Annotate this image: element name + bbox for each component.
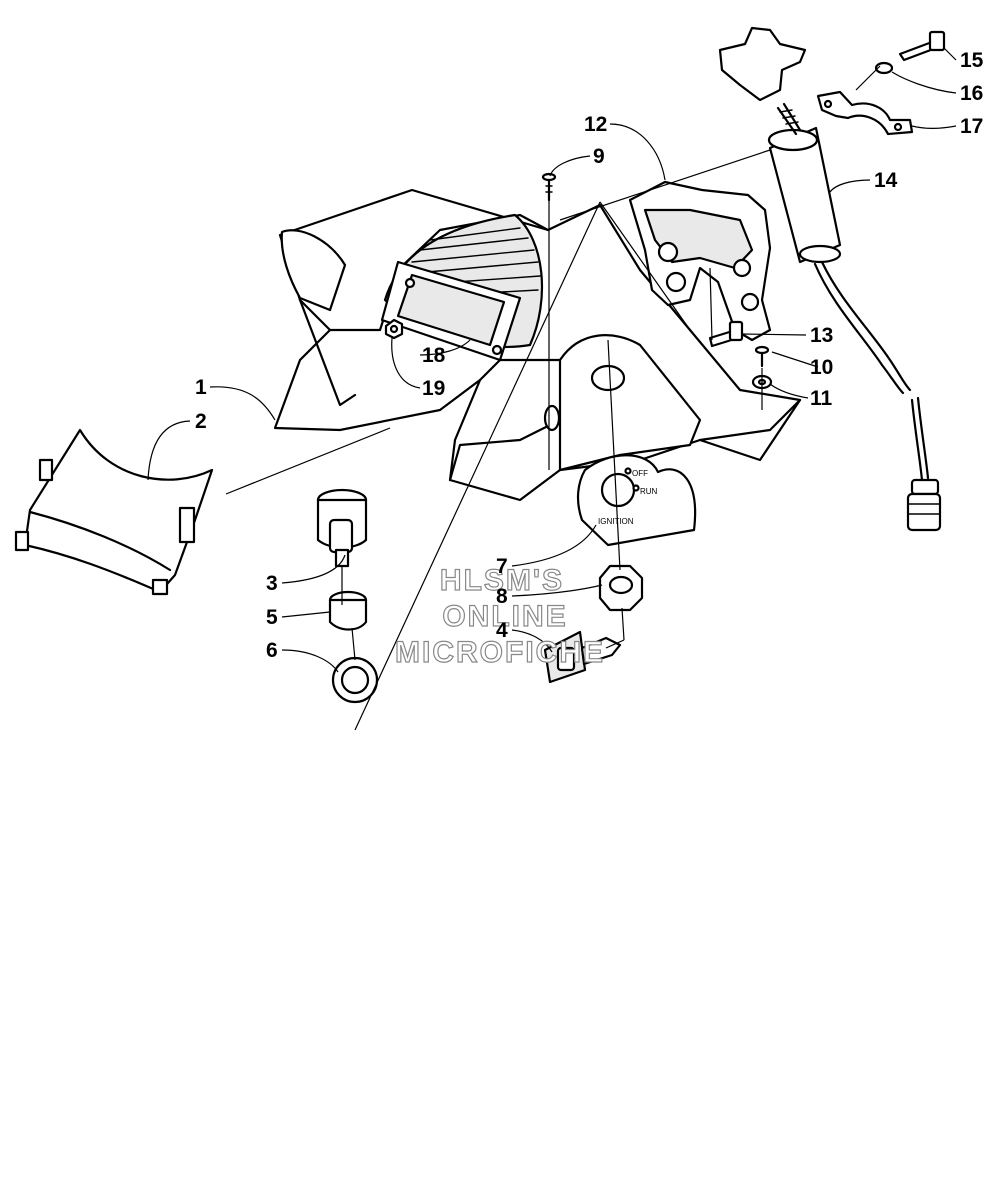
callout-14: 14 (874, 169, 898, 192)
callout-1: 1 (195, 376, 207, 399)
front-panel (14, 428, 214, 596)
callout-12: 12 (584, 113, 607, 136)
watermark-line-2: ONLINE (442, 600, 567, 633)
ignition-switch-plate: OFF RUN IGNITION (576, 454, 697, 547)
callout-10: 10 (810, 356, 833, 379)
callout-4: 4 (496, 619, 508, 642)
ignition-nut (598, 564, 644, 612)
callout-16: 16 (960, 82, 983, 105)
watermark-line-3: MICROFICHE (395, 636, 605, 669)
callouts: 1 2 3 4 5 6 7 8 9 10 11 12 13 14 15 16 1… (195, 49, 984, 662)
bolt-13 (708, 320, 744, 348)
gauge-gasket-plate (380, 260, 522, 362)
callout-6: 6 (266, 639, 278, 662)
leader-lines (147, 47, 957, 673)
pump-assembly (718, 26, 942, 532)
ignition-key (543, 630, 622, 684)
callout-18: 18 (422, 344, 446, 367)
callout-2: 2 (195, 410, 207, 433)
washer-16 (874, 61, 894, 75)
screw-10 (754, 345, 770, 368)
callout-5: 5 (266, 606, 278, 629)
nut-5 (328, 590, 368, 631)
screw-15 (898, 30, 946, 62)
callout-11: 11 (810, 387, 833, 410)
hex-nut-19 (384, 318, 404, 340)
callout-9: 9 (593, 145, 605, 168)
watermark: HLSM'S ONLINE MICROFICHE (394, 563, 605, 669)
callout-19: 19 (422, 377, 445, 400)
screw-9 (541, 172, 557, 202)
callout-8: 8 (496, 585, 508, 608)
callout-7: 7 (496, 555, 508, 578)
assembly-lines (225, 65, 881, 731)
callout-13: 13 (810, 324, 833, 347)
lock-washer-6 (331, 656, 379, 704)
watermark-line-1: HLSM'S (440, 564, 564, 597)
mounting-bracket (628, 180, 772, 342)
callout-17: 17 (960, 115, 983, 138)
callout-3: 3 (266, 572, 278, 595)
switch-label-ignition: IGNITION (598, 517, 634, 526)
pipe-clamp (816, 90, 914, 136)
switch-body (316, 488, 368, 568)
callout-15: 15 (960, 49, 984, 72)
switch-label-off: OFF (632, 469, 648, 478)
switch-label-run: RUN (640, 487, 658, 496)
